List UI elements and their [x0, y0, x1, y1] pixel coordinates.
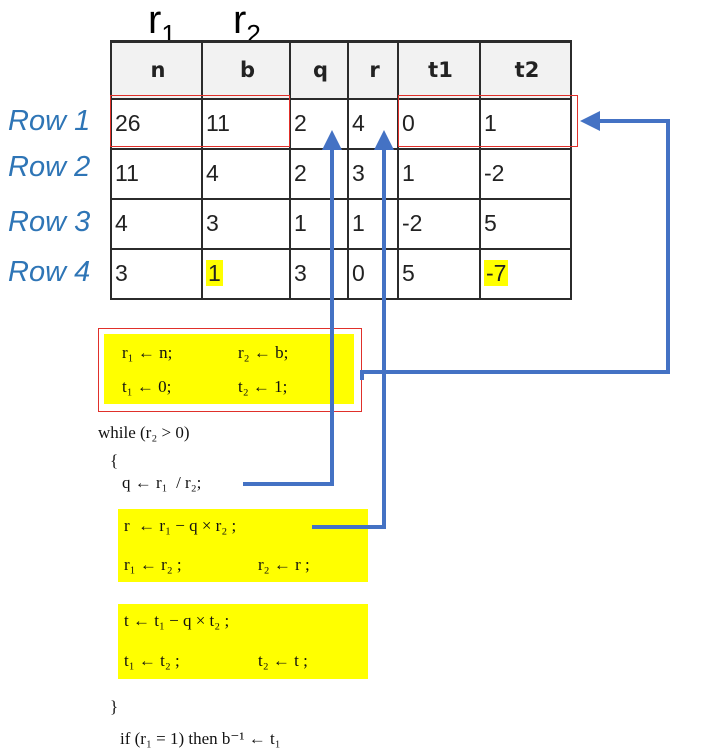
r2-update: r₂ ← r ;	[258, 555, 310, 574]
t-line: t ← t₁ − q × t₂ ;	[124, 611, 230, 630]
table-cell: 3	[201, 197, 291, 250]
t-update-highlight	[118, 604, 368, 679]
t2-update: t₂ ← t ;	[258, 651, 308, 670]
trace-table: n b q r t1 t2 26 11 2 4 0 1 11 4 2 3 1 -…	[110, 40, 572, 300]
column-label-r1: r1	[148, 0, 176, 47]
table-cell: 3	[110, 247, 203, 300]
init-r1: r₁ ← n;	[122, 343, 173, 362]
r-line: r ← r₁ − q × r₂ ;	[124, 516, 237, 535]
table-cell: 11	[110, 147, 203, 200]
table-cell: 5	[397, 247, 481, 300]
close-brace: }	[110, 697, 119, 716]
table-cell: 4	[201, 147, 291, 200]
header-t2: t2	[479, 40, 572, 100]
table-cell: 4	[110, 197, 203, 250]
table-cell: 2	[289, 97, 349, 150]
row-label-4: Row 4	[8, 256, 91, 288]
table-header-row: n b q r t1 t2	[110, 40, 572, 100]
table-cell: 1	[397, 147, 481, 200]
table-cell: 3	[347, 147, 399, 200]
open-brace: {	[110, 451, 119, 470]
highlight-value: -7	[484, 260, 509, 286]
header-q: q	[289, 40, 349, 100]
header-n: n	[110, 40, 203, 100]
header-t1: t1	[397, 40, 481, 100]
r2-base: r	[233, 0, 247, 42]
init-r2: r₂ ← b;	[238, 343, 289, 362]
table-cell: 1	[289, 197, 349, 250]
init-t2: t₂ ← 1;	[238, 377, 288, 396]
table-cell-highlighted: -7	[479, 247, 572, 300]
r1-sub: 1	[161, 19, 176, 49]
table-cell: 0	[347, 247, 399, 300]
header-b: b	[201, 40, 291, 100]
table-row: 3 1 3 0 5 -7	[110, 247, 572, 300]
row1-r-box	[110, 95, 290, 147]
table-cell: 2	[289, 147, 349, 200]
table-cell: -2	[479, 147, 572, 200]
column-label-r2: r2	[233, 0, 261, 47]
final-line: if (r₁ = 1) then b⁻¹ ← t₁	[120, 729, 281, 748]
init-t1: t₁ ← 0;	[122, 377, 172, 396]
table-cell: 5	[479, 197, 572, 250]
q-line: q ← r₁ / r₂;	[122, 473, 202, 492]
row-label-1: Row 1	[8, 105, 91, 137]
r1-update: r₁ ← r₂ ;	[124, 555, 182, 574]
table-cell: 3	[289, 247, 349, 300]
row-label-2: Row 2	[8, 151, 91, 183]
row-label-3: Row 3	[8, 206, 91, 238]
table-row: 11 4 2 3 1 -2	[110, 147, 572, 200]
t1-update: t₁ ← t₂ ;	[124, 651, 180, 670]
table-cell-highlighted: 1	[201, 247, 291, 300]
table-cell: 1	[347, 197, 399, 250]
highlight-value: 1	[206, 260, 223, 286]
header-r: r	[347, 40, 399, 100]
r1-base: r	[148, 0, 162, 42]
r2-sub: 2	[246, 19, 261, 49]
table-cell: -2	[397, 197, 481, 250]
while-line: while (r₂ > 0)	[98, 423, 190, 442]
table-cell: 26	[110, 97, 203, 150]
row1-t-box	[398, 95, 578, 147]
table-cell: 4	[347, 97, 399, 150]
table-row: 4 3 1 1 -2 5	[110, 197, 572, 250]
